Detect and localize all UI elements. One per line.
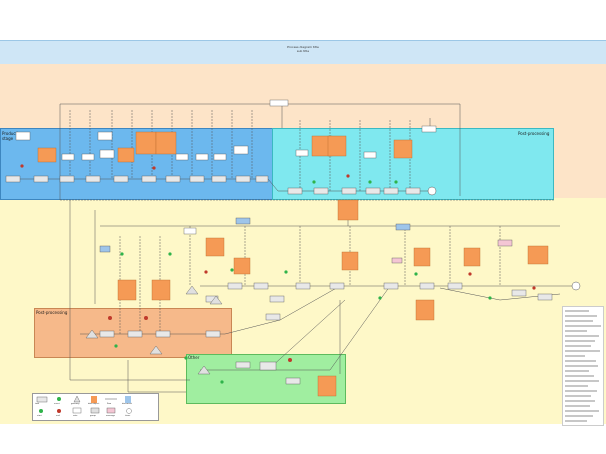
legend-item-event: event	[54, 403, 60, 405]
note-line	[565, 320, 593, 322]
title-line-1: Process diagram title	[287, 45, 319, 49]
cyan-pool-tasks	[269, 99, 437, 195]
note-line	[565, 350, 601, 352]
note-line	[565, 400, 595, 402]
note-line	[565, 345, 591, 347]
connector-lines	[6, 103, 575, 393]
legend-item-task: task	[35, 403, 40, 405]
notes-panel	[562, 306, 604, 426]
legend-symbols	[36, 395, 132, 414]
blue-pool-tasks	[5, 131, 269, 183]
diagram-legend: task event gateway data object flow docu…	[32, 393, 159, 421]
legend-item-note: note	[73, 415, 78, 417]
data-objects	[37, 131, 549, 397]
note-line	[565, 385, 589, 387]
note-line	[565, 395, 592, 397]
note-line	[565, 355, 585, 357]
gateways	[85, 285, 223, 375]
cyan-pool-label: Post-processing	[518, 131, 550, 136]
legend-item-group: group	[90, 415, 96, 417]
legend-item-timer: timer	[125, 415, 131, 417]
note-line	[565, 325, 601, 327]
legend-item-flow: flow	[107, 403, 112, 405]
legend-item-data-object: data object	[88, 403, 100, 405]
note-line	[565, 390, 597, 392]
note-line	[565, 375, 594, 377]
legend-item-document: document	[122, 403, 133, 405]
orange-subprocess-label: Post-processing	[36, 310, 68, 315]
note-line	[565, 380, 600, 382]
title-line-2: sub title	[296, 49, 310, 53]
title-band	[0, 40, 606, 66]
note-line	[565, 335, 599, 337]
note-line	[565, 330, 587, 332]
note-line	[565, 365, 598, 367]
legend-item-end: end	[56, 415, 60, 417]
legend-item-message: message	[106, 415, 115, 417]
diagram-title: Process diagram title sub title	[0, 45, 606, 53]
middle-lane-tasks	[99, 217, 553, 385]
note-line	[565, 415, 593, 417]
note-line	[565, 315, 597, 317]
note-line	[565, 360, 597, 362]
green-subprocess-label: Other	[188, 355, 200, 360]
note-line	[565, 420, 588, 422]
events	[20, 164, 581, 384]
note-line	[565, 405, 590, 407]
note-line	[565, 310, 589, 312]
legend-item-start: start	[37, 415, 42, 417]
legend-item-gateway: gateway	[71, 403, 80, 405]
note-line	[565, 340, 595, 342]
note-line	[565, 370, 589, 372]
note-line	[565, 410, 599, 412]
blue-pool-label: Production stage	[2, 131, 24, 141]
